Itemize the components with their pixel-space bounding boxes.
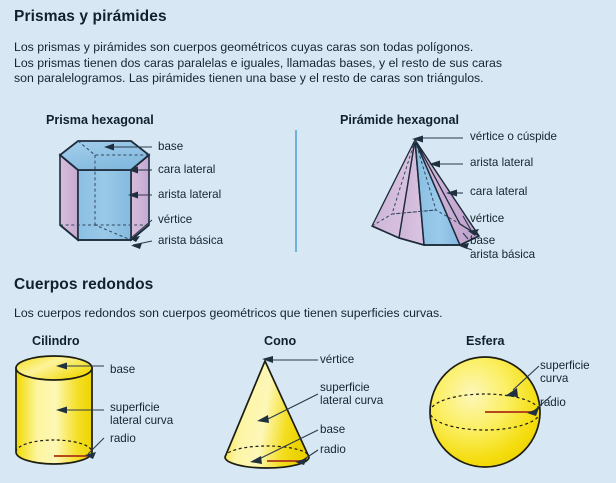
label-piramide-arista-basica: arista básica <box>470 248 536 261</box>
label-cono-vertice: vértice <box>320 353 355 366</box>
label-piramide-cara-lateral: cara lateral <box>470 185 528 198</box>
figure-esfera <box>415 352 616 477</box>
figure-prisma-hexagonal <box>0 128 295 256</box>
section-intro-prismas: Los prismas y pirámides son cuerpos geom… <box>14 40 503 86</box>
section-intro-cuerpos-redondos: Los cuerpos redondos son cuerpos geométr… <box>14 306 443 320</box>
label-cono-base: base <box>320 423 346 436</box>
label-cono-radio: radio <box>320 443 346 456</box>
label-cilindro-radio: radio <box>110 432 136 445</box>
label-piramide-base: base <box>470 234 496 247</box>
label-piramide-arista-lateral: arista lateral <box>470 156 534 169</box>
label-prisma-cara-lateral: cara lateral <box>158 163 216 176</box>
figure-piramide-hexagonal <box>320 128 616 260</box>
figure-title-piramide-hexagonal: Pirámide hexagonal <box>340 113 459 127</box>
figure-cilindro <box>0 352 215 477</box>
label-piramide-vertice-cuspide: vértice o cúspide <box>470 130 557 143</box>
label-esfera-radio: radio <box>540 396 566 409</box>
figure-title-esfera: Esfera <box>466 334 505 348</box>
label-cono-superficie-lateral-curva: superficie lateral curva <box>320 381 384 408</box>
figure-cono <box>210 352 420 477</box>
label-prisma-arista-lateral: arista lateral <box>158 188 222 201</box>
section-title-cuerpos-redondos: Cuerpos redondos <box>14 276 154 293</box>
figure-divider <box>295 130 297 252</box>
figure-title-cono: Cono <box>264 334 297 348</box>
label-cilindro-base: base <box>110 363 136 376</box>
label-prisma-vertice: vértice <box>158 213 193 226</box>
label-esfera-superficie-curva: superficie curva <box>540 359 590 386</box>
figure-title-prisma-hexagonal: Prisma hexagonal <box>46 113 154 127</box>
label-cilindro-superficie-lateral-curva: superficie lateral curva <box>110 401 174 428</box>
label-piramide-vertice: vértice <box>470 212 505 225</box>
label-prisma-base: base <box>158 140 184 153</box>
section-title-prismas: Prismas y pirámides <box>14 8 167 25</box>
label-prisma-arista-basica: arista básica <box>158 234 224 247</box>
figure-title-cilindro: Cilindro <box>32 334 80 348</box>
